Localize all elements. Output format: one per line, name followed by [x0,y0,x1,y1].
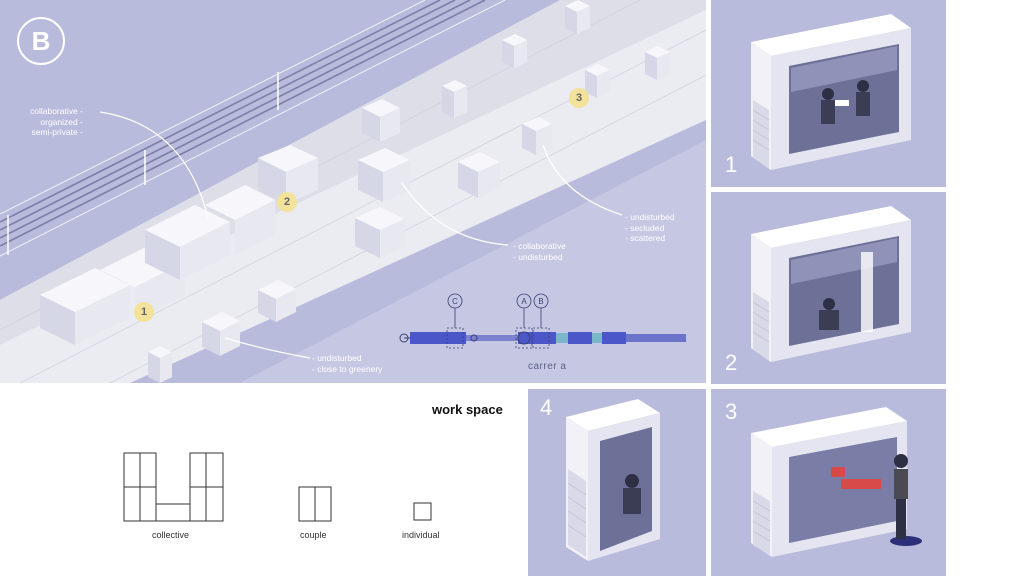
section-badge: B [17,17,65,65]
view-number-3: 3 [725,399,738,424]
rail-tracks [0,0,486,247]
pod-view-3: 3 [711,389,946,576]
note-collaborative-undisturbed: - collaborative - undisturbed [513,241,566,262]
note-undisturbed-secluded: - undisturbed - secluded - scattered [625,212,675,243]
pod-view-4: 4 [528,389,706,576]
pod-view-2: 2 [711,192,946,384]
pod-view-1: 1 [711,0,946,187]
couple-diagram [298,486,332,522]
work-space-legend [0,383,528,576]
section-caption: carrer a [528,361,567,372]
section-marker-a: A [521,297,527,306]
scattered-pods [148,0,670,383]
site-plan-panel: C A B B 1 2 3 collaborative - organized … [0,0,706,383]
pod-illustration-3 [751,407,922,557]
view-number-1: 1 [725,152,738,177]
pod-illustration-2 [751,206,911,362]
view-number-4: 4 [540,395,553,420]
section-marker-b: B [538,297,543,306]
legend-diagrams [123,452,432,522]
section-marker-c: C [452,297,458,306]
note-undisturbed-greenery: - undisturbed - close to greenery [312,353,383,374]
leader-lines [99,111,623,359]
marker-1: 1 [134,302,154,322]
legend-label-individual: individual [402,530,440,540]
site-plan-drawing: C A B [0,0,706,383]
collective-diagram [123,452,224,522]
marker-2: 2 [277,192,297,212]
street-section-strip: C A B [399,293,686,349]
legend-title: work space [432,402,503,417]
legend-label-couple: couple [300,530,327,540]
pod-illustration-4 [566,399,660,561]
view-number-2: 2 [725,350,738,375]
pod-illustration-1 [751,14,911,170]
note-collaborative-organized: collaborative - organized - semi-private… [30,106,83,137]
individual-diagram [413,502,432,521]
legend-label-collective: collective [152,530,190,540]
marker-3: 3 [569,88,589,108]
